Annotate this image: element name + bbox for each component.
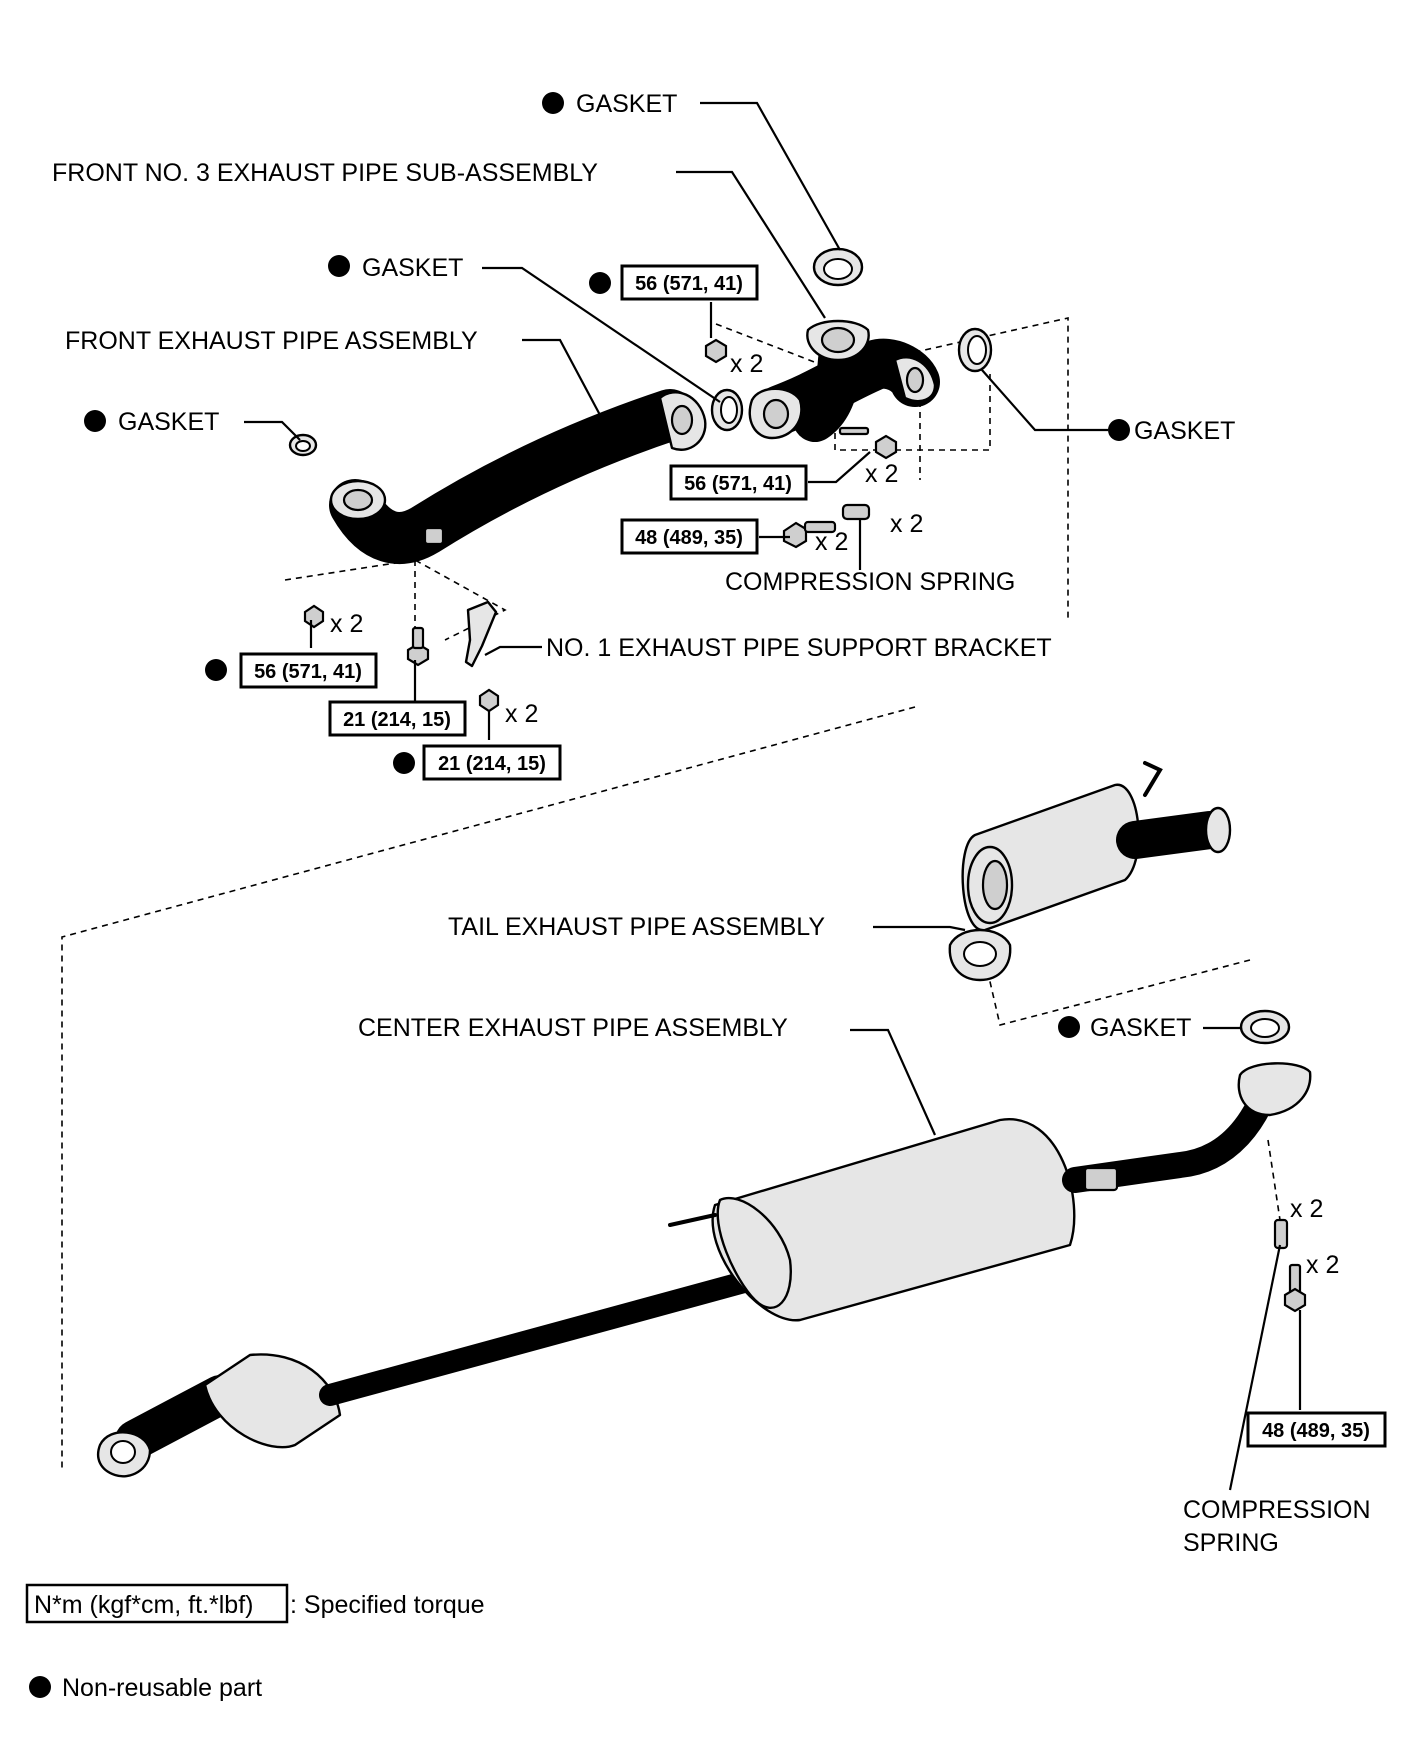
torque-56-left: 56 (571, 41)	[254, 661, 362, 683]
torque-56-mid: 56 (571, 41)	[684, 473, 792, 495]
gasket-lower-part	[1239, 1009, 1291, 1045]
legend-torque-desc: : Specified torque	[290, 1591, 485, 1619]
qty-7: x 2	[1290, 1195, 1323, 1223]
qty-4: x 2	[890, 510, 923, 538]
dot-legend	[29, 1676, 51, 1698]
non-reusable-markers	[29, 92, 1130, 1698]
label-center-pipe: CENTER EXHAUST PIPE ASSEMBLY	[358, 1014, 788, 1042]
tail-exhaust-pipe	[948, 761, 1232, 982]
front-exhaust-pipe	[329, 389, 707, 564]
label-compression-spring-lower-1: COMPRESSION	[1183, 1496, 1371, 1524]
dot-gasket-right	[1108, 419, 1130, 441]
qty-6: x 2	[505, 700, 538, 728]
label-gasket-lower: GASKET	[1090, 1014, 1191, 1042]
label-compression-spring-upper: COMPRESSION SPRING	[725, 568, 1015, 596]
torque-48-upper: 48 (489, 35)	[635, 527, 743, 549]
legend-torque-unit: N*m (kgf*cm, ft.*lbf)	[34, 1591, 253, 1619]
label-tail-pipe: TAIL EXHAUST PIPE ASSEMBLY	[448, 913, 825, 941]
dot-torque-bottom	[393, 752, 415, 774]
label-front-pipe: FRONT EXHAUST PIPE ASSEMBLY	[65, 327, 478, 355]
qty-5: x 2	[330, 610, 363, 638]
front-no3-exhaust-pipe	[748, 319, 940, 442]
label-compression-spring-lower-2: SPRING	[1183, 1529, 1279, 1557]
leader-lines	[244, 101, 1302, 1491]
center-exhaust-pipe	[96, 1062, 1312, 1478]
lower-hardware	[1273, 1218, 1307, 1313]
dot-gasket-lower	[1058, 1016, 1080, 1038]
label-gasket-right: GASKET	[1134, 417, 1235, 445]
dot-gasket-left	[84, 410, 106, 432]
legend: N*m (kgf*cm, ft.*lbf) : Specified torque…	[25, 1583, 485, 1702]
label-front-no3-pipe: FRONT NO. 3 EXHAUST PIPE SUB-ASSEMBLY	[52, 159, 598, 187]
label-support-bracket: NO. 1 EXHAUST PIPE SUPPORT BRACKET	[546, 634, 1052, 662]
torque-21-bottom: 21 (214, 15)	[438, 753, 546, 775]
label-gasket-top: GASKET	[576, 90, 677, 118]
torque-21-center: 21 (214, 15)	[343, 709, 451, 731]
qty-3: x 2	[815, 528, 848, 556]
qty-2: x 2	[865, 460, 898, 488]
label-gasket-mid: GASKET	[362, 254, 463, 282]
gasket-parts	[288, 247, 993, 457]
legend-non-reusable: Non-reusable part	[62, 1674, 262, 1702]
torque-boxes: 56 (571, 41) 56 (571, 41) 48 (489, 35) 5…	[239, 264, 1387, 1448]
dot-torque-top	[589, 272, 611, 294]
part-labels: GASKET FRONT NO. 3 EXHAUST PIPE SUB-ASSE…	[52, 90, 1371, 1557]
qty-1: x 2	[730, 350, 763, 378]
dot-torque-left	[205, 659, 227, 681]
dot-gasket-top	[542, 92, 564, 114]
dot-gasket-mid	[328, 255, 350, 277]
qty-8: x 2	[1306, 1251, 1339, 1279]
torque-48-lower: 48 (489, 35)	[1262, 1420, 1370, 1442]
torque-56-top: 56 (571, 41)	[635, 273, 743, 295]
label-gasket-left: GASKET	[118, 408, 219, 436]
hardware-parts	[303, 338, 898, 713]
quantity-labels: x 2 x 2 x 2 x 2 x 2 x 2 x 2 x 2	[330, 350, 1339, 1279]
